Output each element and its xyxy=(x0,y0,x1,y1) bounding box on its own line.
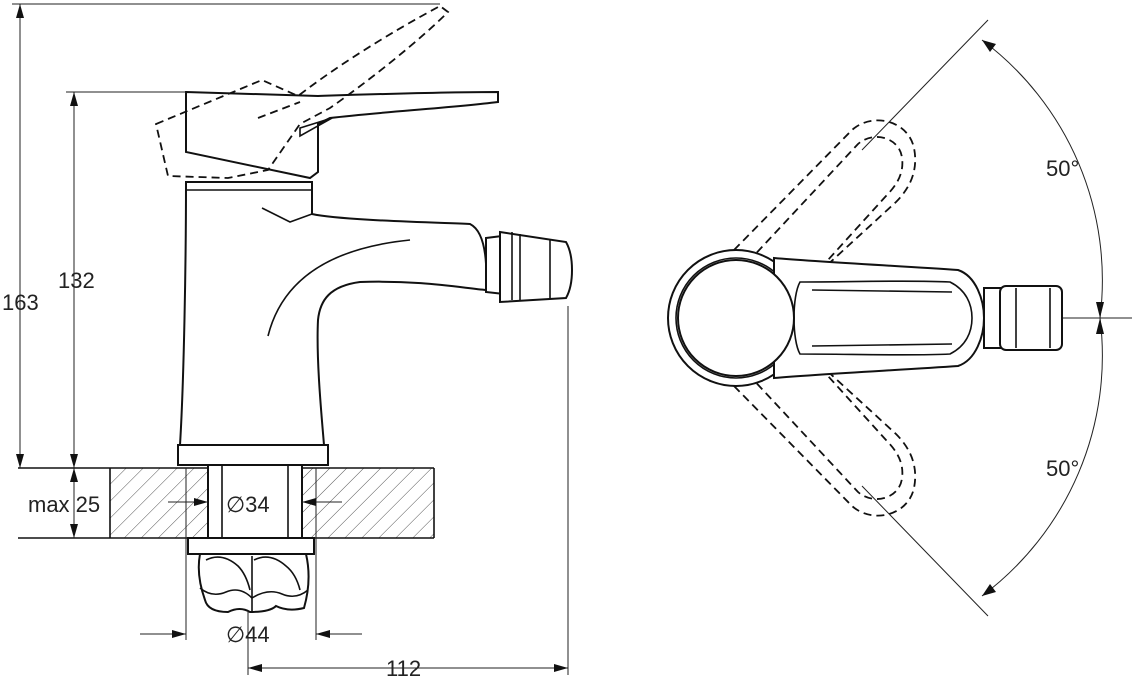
aerator-nozzle xyxy=(485,230,573,304)
rotation-arc-bottom: 50° xyxy=(981,317,1104,597)
hole-diameter-label: ∅34 xyxy=(226,492,270,517)
top-nozzle xyxy=(983,285,1063,351)
total-height-label: 163 xyxy=(2,290,39,315)
rotation-bottom-label: 50° xyxy=(1046,456,1079,481)
rotation-top-label: 50° xyxy=(1046,156,1079,181)
lever-rotated-down xyxy=(733,345,917,517)
side-view: 163 132 max 25 ∅34 xyxy=(2,3,573,680)
dimension-body-height: 132 xyxy=(58,91,186,468)
rotation-arc-top: 50° xyxy=(981,39,1104,319)
lever-top xyxy=(677,256,986,380)
lever-handle-raised xyxy=(154,4,450,179)
fixing-nut xyxy=(187,537,315,614)
body-height-label: 132 xyxy=(58,268,95,293)
dimension-total-height: 163 xyxy=(2,3,440,468)
top-view: 50° 50° xyxy=(667,19,1132,617)
dimension-hole-diameter: ∅34 xyxy=(168,492,342,517)
countertop-section xyxy=(18,467,435,539)
lever-rotated-up xyxy=(733,119,917,291)
base-flange xyxy=(177,444,329,466)
dimension-spout-reach: 112 xyxy=(248,656,568,680)
base-diameter-label: ∅44 xyxy=(226,622,270,647)
max-thickness-label: max 25 xyxy=(28,492,100,517)
dimension-base-diameter: ∅44 xyxy=(140,622,362,647)
spout-reach-label: 112 xyxy=(386,656,421,680)
lever-handle xyxy=(185,90,499,180)
mixer-body xyxy=(178,181,488,446)
dimension-max-thickness: max 25 xyxy=(28,468,100,538)
